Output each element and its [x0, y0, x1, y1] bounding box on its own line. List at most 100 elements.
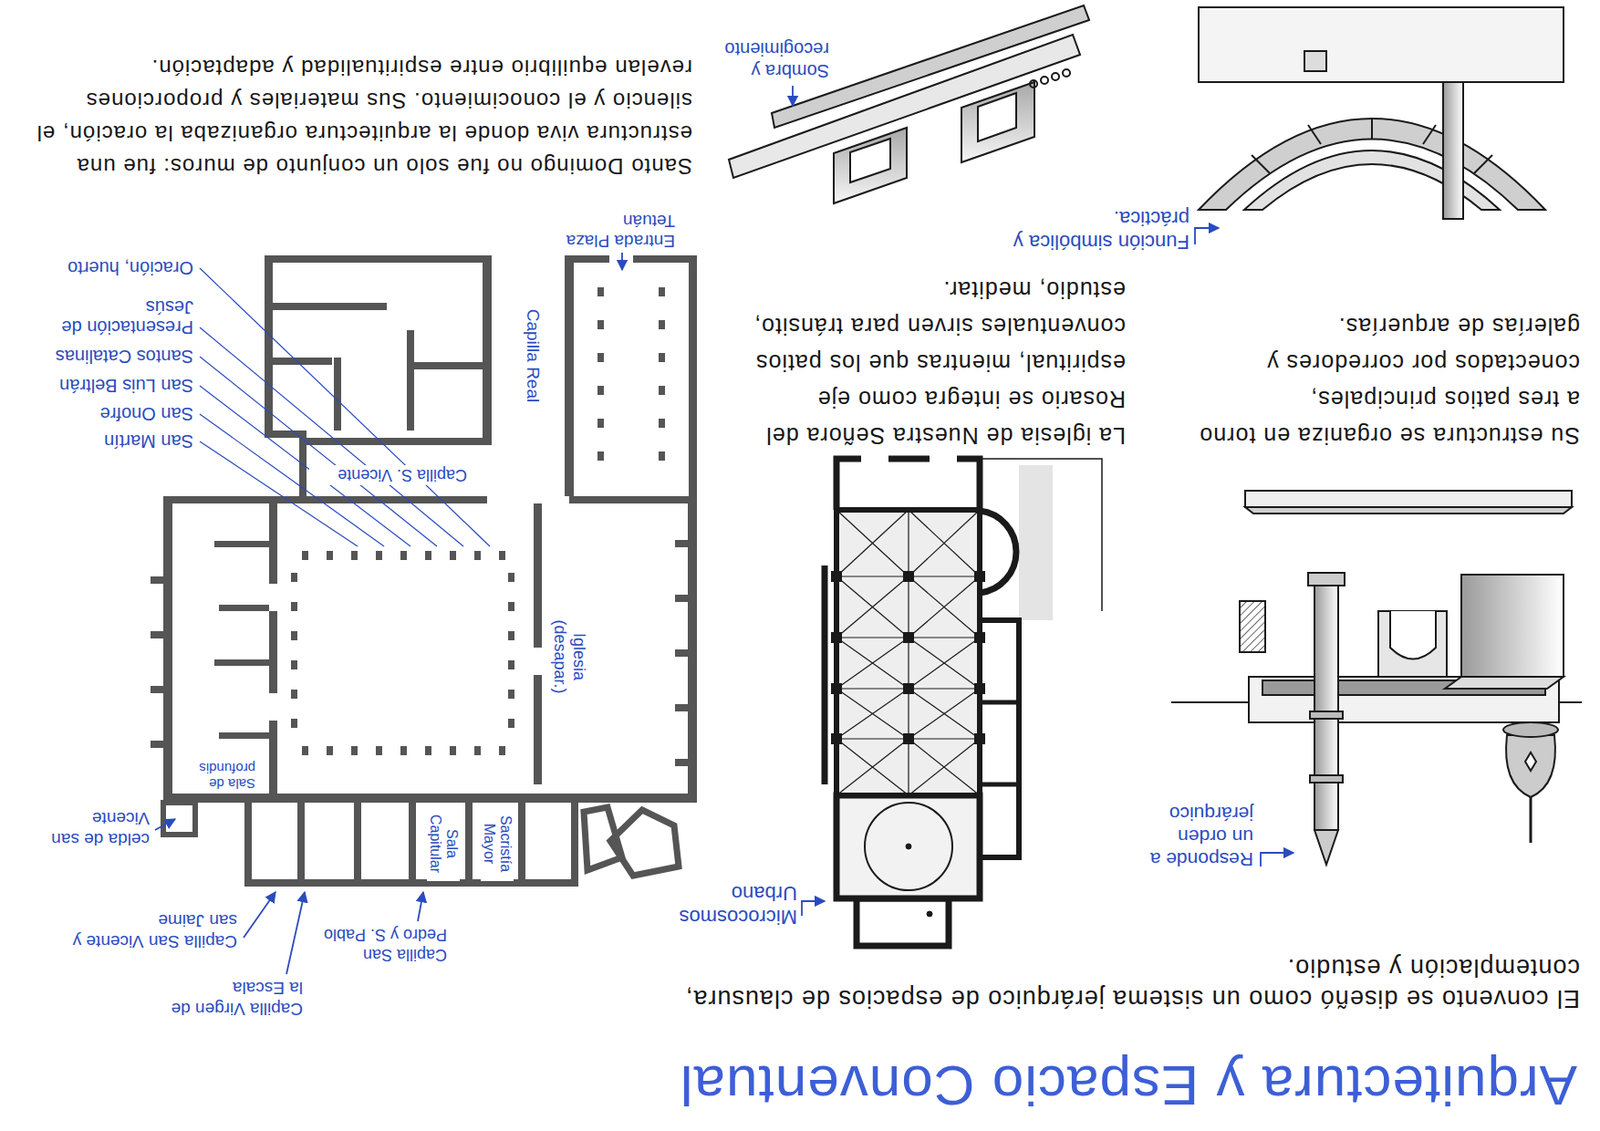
church-plan [903, 733, 915, 745]
convent-plan [150, 685, 164, 694]
convent-plan [264, 255, 483, 263]
corridor-sketch [1062, 69, 1071, 77]
church-plan [836, 509, 980, 796]
church-plan [979, 700, 1019, 706]
corridor-sketch [850, 138, 891, 183]
annotation-arrow [243, 892, 276, 938]
church-plan [905, 843, 912, 850]
chapel-label: Oración, huerto [21, 258, 196, 279]
convent-plan [297, 802, 305, 887]
column [597, 385, 604, 395]
church-plan [974, 571, 986, 582]
convent-plan [150, 631, 164, 639]
annotation: Sombra y recogimiento [708, 38, 830, 83]
column [290, 631, 298, 641]
column [658, 451, 665, 461]
column [290, 572, 298, 582]
leader-line [199, 441, 358, 547]
pinnacle-sketch [1245, 507, 1572, 514]
column [351, 746, 358, 756]
convent-plan [290, 287, 665, 756]
room-label: Capilla Virgen de la Escala [167, 977, 305, 1020]
corridor-sketch [977, 93, 1017, 142]
convent-plan [272, 357, 333, 365]
column [474, 550, 481, 561]
convent-plan [583, 807, 623, 871]
convent-plan [269, 720, 278, 794]
annotation-arrow [1194, 228, 1219, 245]
church-plan [831, 571, 842, 582]
room-label: Capilla San Pedro y S. Pablo [319, 924, 449, 966]
convent-plan [214, 540, 270, 548]
column [508, 689, 515, 699]
intro-text: El convento se diseñó como un sistema je… [567, 952, 1580, 1015]
chapel-label: Presentación de Jesús [35, 297, 196, 338]
column [508, 631, 515, 641]
annotation-arrow [1260, 852, 1294, 867]
room-label: Sala de profundis [176, 760, 258, 792]
leader-line [199, 356, 437, 547]
church-plan [821, 565, 829, 785]
column [508, 572, 515, 582]
convent-plan [688, 255, 697, 497]
column [449, 746, 457, 756]
chapel-label: San Onofre [21, 404, 196, 425]
pinnacle-sketch [1461, 574, 1564, 677]
column [290, 660, 298, 670]
column [290, 602, 298, 612]
pinnacle-sketch [1239, 601, 1266, 653]
column [351, 550, 358, 561]
church-plan [836, 688, 980, 739]
column [326, 746, 333, 756]
annotation-arrow [791, 85, 794, 106]
convent-plan [163, 793, 697, 803]
convent-plan [569, 255, 610, 263]
pinnacle-sketch [1444, 676, 1564, 689]
leader-line [199, 268, 490, 547]
corridor-sketch [961, 82, 1035, 163]
column [498, 550, 506, 561]
column [658, 320, 665, 330]
convent-plan [533, 503, 542, 648]
church-plan [836, 458, 980, 510]
pinnacle-sketch [1314, 830, 1339, 865]
pinnacle-sketch [1245, 490, 1572, 508]
pinnacle-sketch [1308, 572, 1345, 586]
church-plan [836, 509, 980, 577]
arcade-sketch [1443, 82, 1464, 219]
pinnacle-sketch [1529, 797, 1533, 843]
convent-plan [333, 357, 342, 431]
convent-plan [218, 604, 270, 612]
room-label: Sala Capitular [426, 806, 460, 882]
arcade-sketch [1474, 155, 1493, 174]
convent-plan [675, 704, 688, 712]
convent-plan [675, 758, 688, 767]
church-plan [979, 782, 1019, 788]
body-text: La iglesia de Nuestra Señora del Rosario… [707, 271, 1126, 455]
arcade-sketch [1251, 155, 1270, 174]
convent-plan [571, 802, 579, 887]
arcade-sketch [1308, 124, 1321, 145]
annotation: Función simbólica y práctica. [943, 206, 1190, 254]
church-plan [831, 733, 842, 745]
convent-plan [218, 732, 270, 739]
pinnacle-sketch [1314, 572, 1339, 831]
annotation-arrow [801, 901, 825, 916]
convent-plan [150, 740, 164, 749]
body-text: Su estructura se organiza en torno a tre… [1192, 308, 1580, 455]
column [508, 718, 515, 728]
annotation: Responde a un orden jerárquico [1143, 802, 1254, 872]
column [375, 746, 383, 756]
church-plan [1018, 465, 1053, 621]
column [658, 385, 665, 395]
church-plan [903, 683, 915, 695]
convent-plan [150, 576, 164, 584]
column [375, 550, 383, 561]
annotation-arrow [417, 892, 424, 922]
convent-plan [675, 594, 688, 603]
chapel-label: Santos Catalinas [21, 346, 196, 367]
convent-plan [518, 802, 526, 887]
column [290, 689, 298, 699]
leader-line [199, 268, 490, 547]
